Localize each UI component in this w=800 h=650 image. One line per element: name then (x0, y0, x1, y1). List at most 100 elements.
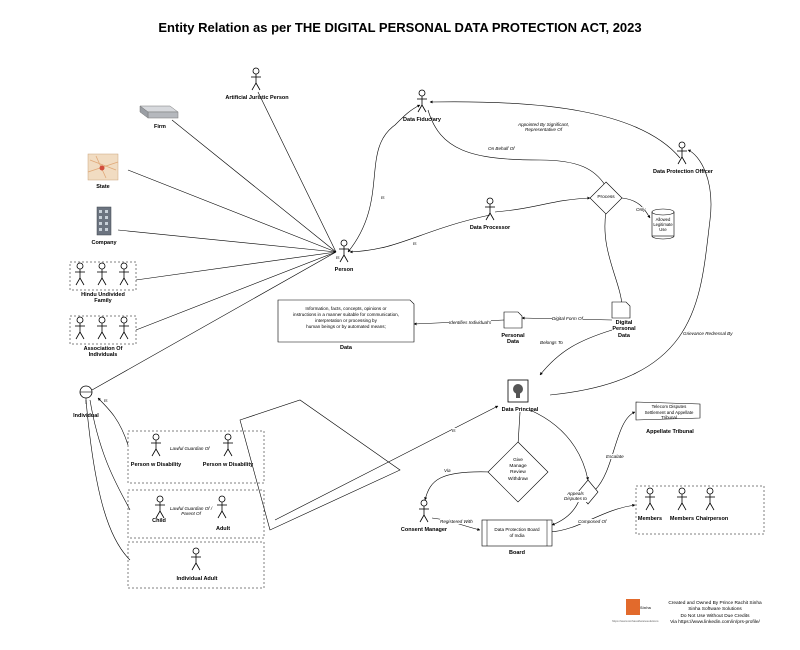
artificial-juristic-person-label: Artificial Juristic Person (225, 95, 289, 101)
data-fiduciary-label: Data Fiduciary (403, 117, 441, 123)
appellate-tribunal-label: Appellate Tribunal (646, 429, 694, 435)
give-principal-edge (517, 411, 521, 446)
logo-url: https://www.sinhasoftwaresolutions (612, 619, 659, 623)
give-manage-label: Give Manage Review Withdraw (508, 458, 528, 482)
processor-process-edge (494, 196, 591, 213)
aoi-group-box (69, 315, 137, 345)
only-label: Only (636, 207, 646, 213)
is-label-b: Is (413, 241, 417, 247)
individual-icon (79, 385, 93, 404)
data-definition-text: Information, facts, concepts, opinions o… (293, 306, 399, 329)
diagram-title: Entity Relation as per THE DIGITAL PERSO… (158, 20, 642, 35)
person-disability-label-2: Person w Disability (202, 462, 254, 468)
telecom-tribunal-shape (635, 401, 701, 421)
adult-icon (216, 495, 228, 519)
is-label-d: Is (104, 398, 108, 404)
person-disability-icon-2 (222, 433, 234, 457)
fiduciary-process-edge (427, 109, 606, 186)
chairperson-icon (704, 487, 716, 511)
credits-line-2: Sinha Software Solutions (688, 607, 742, 613)
artificial-juristic-person-icon (250, 67, 262, 91)
give-manage-diamond (487, 441, 549, 503)
appeals-disputes-label: Appeals Disputes to (564, 491, 587, 502)
company-icon (96, 206, 112, 236)
dpo-fiduciary-edge (429, 100, 681, 159)
company-label: Company (91, 240, 117, 246)
principal-dpo-edge (549, 149, 712, 396)
escalate-label: Escalate (606, 454, 624, 460)
process-diamond (589, 181, 623, 215)
individual-adult-group-box (127, 541, 265, 589)
aoi-member-icon-1 (74, 316, 86, 340)
chairperson-label: Chairperson (695, 516, 729, 522)
grievance-redressal-label: Grievance Redressal By (683, 331, 733, 337)
process-label: Process (597, 195, 615, 200)
child-label: Child (152, 518, 166, 524)
consent-manager-icon (418, 499, 430, 523)
belongs-to-label: Belongs To (540, 340, 563, 346)
data-fiduciary-icon (416, 89, 428, 113)
allowed-use-label: Allowed Legitimate Use (653, 217, 673, 232)
personal-data-doc (503, 311, 523, 329)
telecom-tribunal-label: Telecom Disputes Settlement and Appellat… (644, 404, 694, 421)
credits-block: Created and Owned By Prince Rachit Sinha… (640, 601, 790, 627)
individual-principal-edge (274, 405, 499, 521)
is-label-c: Is (336, 255, 340, 261)
appeals-telecom-edge (594, 411, 636, 491)
data-processor-icon (484, 197, 496, 221)
data-principal-icon (507, 379, 529, 403)
data-protection-officer-icon (676, 141, 688, 165)
person-label: Person (334, 267, 354, 273)
data-label: Data (340, 345, 352, 351)
huf-member-icon-2 (96, 262, 108, 286)
is-label-a: Is (381, 195, 385, 201)
composed-of-label: Composed Of (578, 519, 607, 525)
child-icon (154, 495, 166, 519)
member-icon-2 (676, 487, 688, 511)
huf-group-box (69, 261, 137, 291)
appeals-board-edge (551, 497, 581, 526)
credits-line-1: Created and Owned By Prince Rachit Sinha (668, 601, 762, 606)
individual-label: Individual (73, 413, 99, 419)
on-behalf-of-label: On Behalf Of (488, 146, 515, 152)
process-allowed-edge (621, 197, 651, 219)
state-label: State (96, 184, 110, 190)
board-box (481, 519, 553, 547)
credits-line-3: Do Not Use Without Due Credits (680, 613, 750, 619)
principal-appeals-edge (529, 409, 589, 481)
data-processor-label: Data Processor (469, 225, 511, 231)
lawful-guardian-label: Lawful Guardian Of (170, 446, 210, 452)
members-label-2: Members (669, 516, 695, 522)
individual-child-edge (89, 399, 131, 511)
consent-manager-label: Consent Manager (400, 527, 448, 533)
process-dpd-edge (604, 211, 624, 306)
person-fiduciary-edge (347, 104, 421, 253)
board-label: Board (509, 550, 525, 556)
individual-adult-edge (85, 399, 131, 561)
registered-with-label: Registered With (440, 519, 473, 525)
appointed-by-label: Appointed By Significant, Representative… (518, 122, 570, 133)
adult-label: Adult (215, 526, 231, 532)
board-members-box (635, 485, 765, 535)
is-label-e: Is (452, 428, 456, 434)
member-icon-1 (644, 487, 656, 511)
child-adult-group-box (127, 489, 265, 539)
individual-group-outline (239, 399, 401, 531)
aoi-label: Association Of Individuals (83, 346, 123, 359)
digital-form-of-label: Digital Form Of (552, 316, 583, 322)
credits-line-4: Via https://www.linkedin.com/in/prs-prof… (670, 620, 760, 626)
person-disability-icon-1 (150, 433, 162, 457)
via-label: Via (444, 468, 451, 474)
digital-personal-data-label: Digital Personal Data (612, 320, 636, 339)
aoi-member-icon-3 (118, 316, 130, 340)
lawful-guardian-parent-label: Lawful Guardian Of / Parent Of (170, 506, 213, 517)
huf-member-icon-1 (74, 262, 86, 286)
aoi-member-icon-2 (96, 316, 108, 340)
huf-label: Hindu Undivided Family (81, 292, 125, 305)
sinha-logo-icon (626, 599, 640, 615)
individual-disability-edge (97, 397, 129, 446)
digital-personal-data-doc (611, 301, 631, 319)
huf-member-icon-3 (118, 262, 130, 286)
